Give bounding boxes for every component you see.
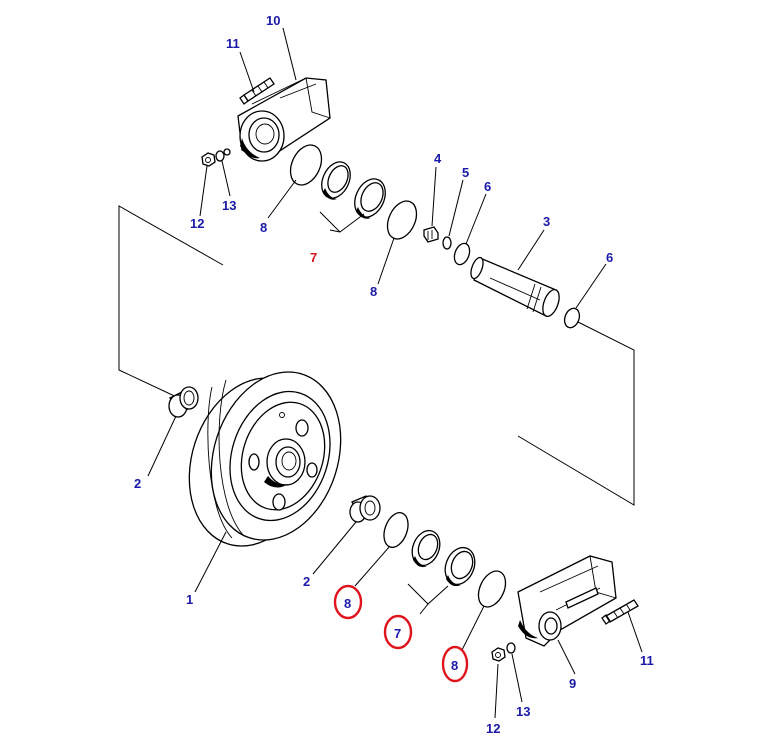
label-p8-lower-right: 8 <box>451 658 458 673</box>
part-10-upper-housing <box>223 77 331 162</box>
part-5-oring <box>442 236 452 250</box>
part-labels: 10 11 12 13 8 7 8 4 5 6 3 6 2 1 2 8 7 8 … <box>134 13 654 736</box>
part-11-lower-pin <box>601 599 639 625</box>
part-9-lower-housing <box>517 555 617 647</box>
label-p8-upper-right: 8 <box>370 284 377 299</box>
part-12-lower-nut <box>491 647 506 662</box>
label-p4: 4 <box>434 151 442 166</box>
label-p6-upper: 6 <box>484 179 491 194</box>
label-p8-upper-left: 8 <box>260 220 267 235</box>
label-p5: 5 <box>462 165 469 180</box>
label-p2-left: 2 <box>134 476 141 491</box>
label-p3: 3 <box>543 214 550 229</box>
part-8-lower-left-oring <box>383 512 409 548</box>
label-p2-right: 2 <box>303 574 310 589</box>
label-p1: 1 <box>186 592 193 607</box>
part-7-lower-seal-pair <box>411 529 476 587</box>
label-p12-upper: 12 <box>190 216 204 231</box>
part-2-left-bushing <box>168 386 199 418</box>
label-p11-lower: 11 <box>640 653 654 668</box>
part-4-plug <box>423 226 439 243</box>
label-p11-upper: 11 <box>226 36 240 51</box>
part-12-upper-nut <box>201 152 216 167</box>
label-p10: 10 <box>266 13 280 28</box>
highlight-circle-p8-lower-right <box>441 645 469 683</box>
label-p13-lower: 13 <box>516 704 530 719</box>
part-8-upper-left-oring <box>289 144 323 186</box>
part-6-right-oring <box>563 307 581 329</box>
assembly-frame-lines <box>118 205 635 506</box>
part-1-idler-wheel <box>188 371 342 547</box>
leader-lines <box>147 27 643 719</box>
part-11-upper-pin <box>239 77 275 105</box>
part-8-upper-right-oring <box>386 200 418 240</box>
label-p6-right: 6 <box>606 250 613 265</box>
part-8-lower-right-oring <box>477 570 507 608</box>
label-p13-upper: 13 <box>222 198 236 213</box>
part-6-upper-oring <box>453 242 471 266</box>
label-p7-upper: 7 <box>310 250 317 265</box>
part-13-upper-washer <box>215 150 225 162</box>
label-p7-lower: 7 <box>394 626 401 641</box>
part-2-right-bushing <box>349 495 381 523</box>
part-3-shaft <box>470 256 560 318</box>
label-p8-lower-left: 8 <box>344 596 351 611</box>
label-p9: 9 <box>569 676 576 691</box>
part-7-upper-seal-pair <box>321 161 386 219</box>
highlight-circles <box>333 584 469 683</box>
highlight-circle-p8-lower-left <box>333 584 363 620</box>
label-p12-lower: 12 <box>486 721 500 736</box>
part-13-lower-washer <box>506 642 516 654</box>
highlight-circle-p7-lower <box>383 614 413 650</box>
